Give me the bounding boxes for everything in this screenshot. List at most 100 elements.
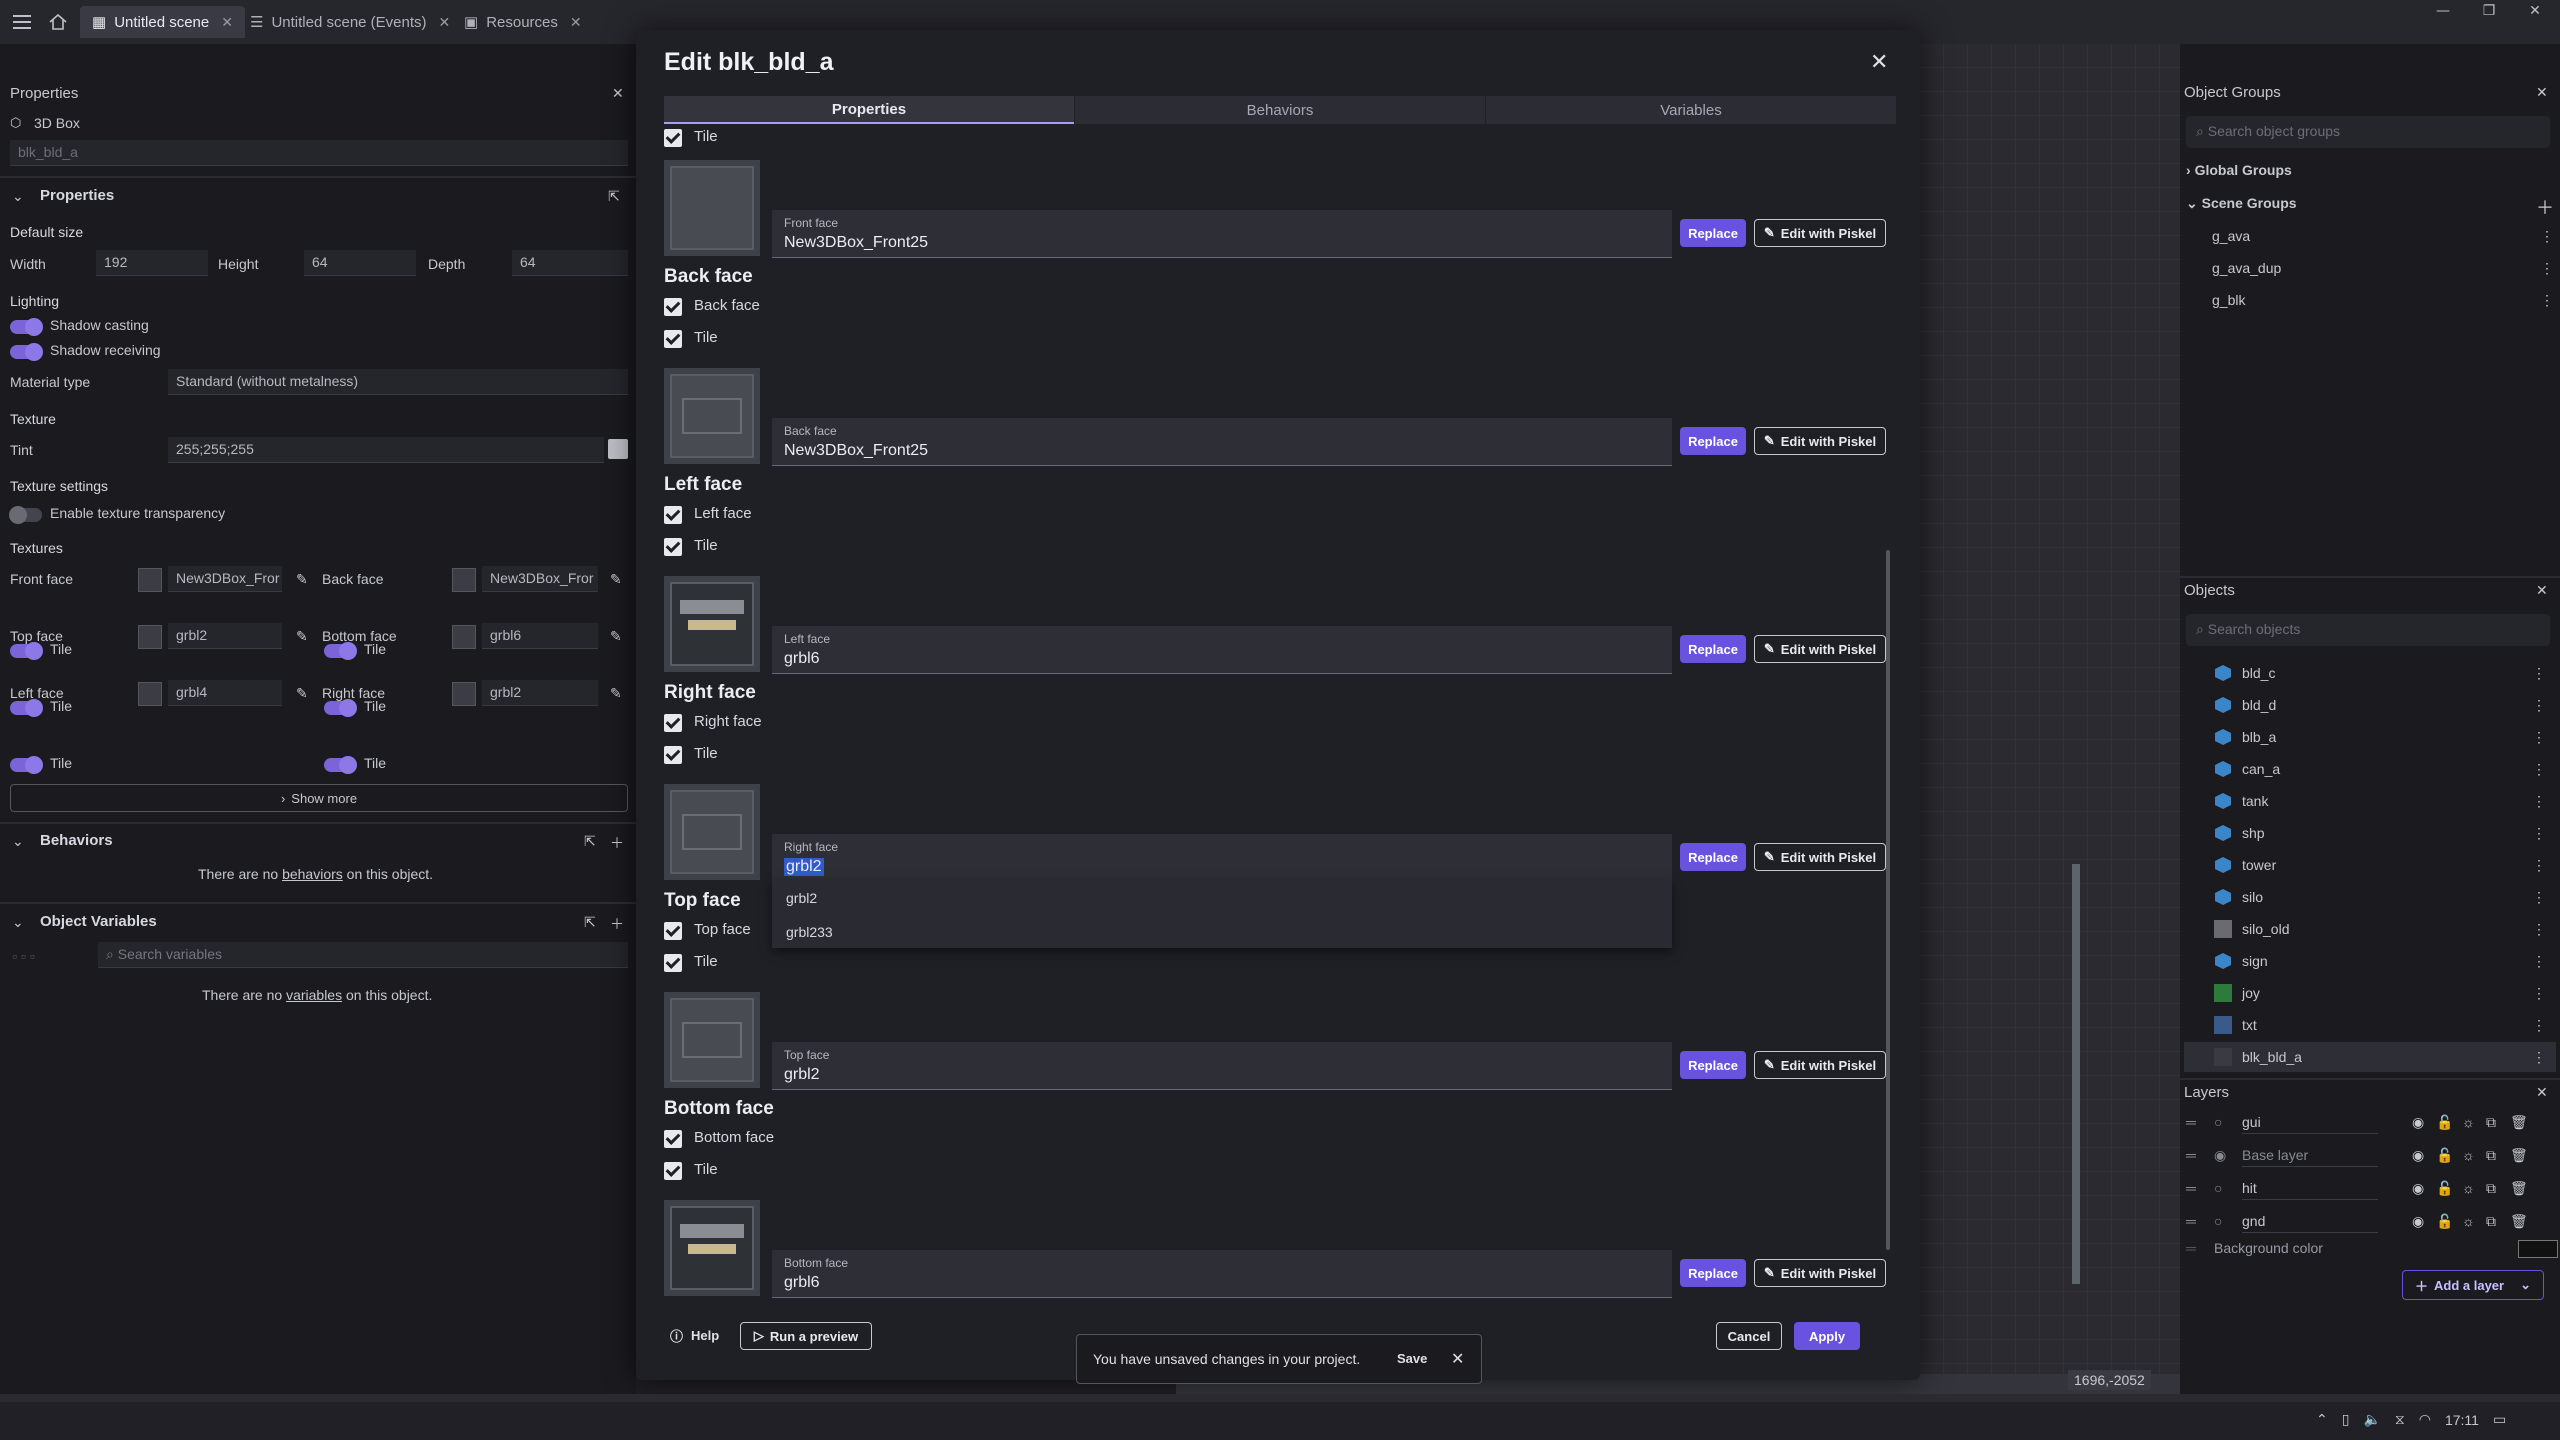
behaviors-link[interactable]: behaviors: [282, 866, 343, 882]
search-objects-input[interactable]: ⌕ Search objects: [2186, 614, 2550, 646]
face-texture-field[interactable]: Left face grbl6: [772, 626, 1672, 674]
more-icon[interactable]: ⋮: [2540, 228, 2554, 244]
more-icon[interactable]: ⋮: [2532, 825, 2546, 841]
window-close-icon[interactable]: ✕: [2529, 3, 2541, 19]
left-face-input[interactable]: grbl4: [168, 680, 282, 706]
open-external-icon[interactable]: ⇱: [584, 833, 596, 849]
eye-icon[interactable]: ◉: [2412, 1114, 2425, 1130]
show-more-button[interactable]: ›Show more: [10, 784, 628, 812]
left-tile-toggle[interactable]: [10, 756, 43, 774]
object-item[interactable]: silo: [2242, 889, 2264, 905]
edit-icon[interactable]: ✎: [610, 685, 622, 701]
cancel-button[interactable]: Cancel: [1716, 1322, 1782, 1350]
drag-handle-icon[interactable]: ═: [2186, 1180, 2196, 1196]
close-icon[interactable]: ✕: [569, 13, 582, 30]
light-icon[interactable]: ☼: [2462, 1147, 2475, 1163]
replace-button[interactable]: Replace: [1680, 1051, 1746, 1079]
edit-with-piskel-button[interactable]: ✎Edit with Piskel: [1754, 1051, 1886, 1079]
wifi-icon[interactable]: ◠: [2418, 1412, 2431, 1428]
collapse-icon[interactable]: ⌄: [12, 833, 24, 849]
variables-link[interactable]: variables: [286, 987, 343, 1003]
layer-radio[interactable]: ○: [2214, 1213, 2223, 1229]
object-item[interactable]: tower: [2242, 857, 2277, 873]
face-enable-checkbox[interactable]: [664, 298, 682, 316]
tint-color-swatch[interactable]: [608, 439, 628, 459]
front-face-input[interactable]: New3DBox_Fror: [168, 566, 282, 592]
face-tile-checkbox[interactable]: [664, 746, 682, 764]
face-tile-checkbox[interactable]: [664, 538, 682, 556]
more-icon[interactable]: ⋮: [2540, 292, 2554, 308]
tab-properties[interactable]: Properties: [664, 96, 1074, 124]
replace-button[interactable]: Replace: [1680, 1259, 1746, 1287]
open-external-icon[interactable]: ⇱: [608, 188, 620, 204]
close-icon[interactable]: ✕: [221, 13, 233, 30]
transparency-toggle[interactable]: [9, 506, 42, 524]
layer-name[interactable]: gnd: [2242, 1213, 2378, 1233]
layer-radio[interactable]: ○: [2214, 1180, 2223, 1196]
collapse-icon[interactable]: ⌄: [12, 914, 24, 930]
replace-button[interactable]: Replace: [1680, 635, 1746, 663]
effects-icon[interactable]: ⧉: [2486, 1213, 2496, 1229]
apply-button[interactable]: Apply: [1794, 1322, 1860, 1350]
add-icon[interactable]: ＋: [610, 916, 624, 932]
material-type-select[interactable]: Standard (without metalness): [168, 369, 628, 395]
more-icon[interactable]: ⋮: [2532, 793, 2546, 809]
save-button[interactable]: Save: [1397, 1351, 1428, 1366]
face-enable-checkbox[interactable]: [664, 922, 682, 940]
scene-groups-header[interactable]: ⌄ Scene Groups: [2186, 195, 2297, 211]
notification-icon[interactable]: ▭: [2492, 1412, 2507, 1428]
close-icon[interactable]: ✕: [1870, 50, 1889, 75]
drag-handle-icon[interactable]: ═: [2186, 1213, 2196, 1229]
dropdown-option[interactable]: grbl233: [786, 924, 833, 940]
effects-icon[interactable]: ⧉: [2486, 1147, 2496, 1163]
collapse-icon[interactable]: ⌄: [12, 188, 24, 204]
face-enable-checkbox[interactable]: [664, 714, 682, 732]
more-icon[interactable]: ⋮: [2532, 953, 2546, 969]
face-texture-field[interactable]: Top face grbl2: [772, 1042, 1672, 1090]
front-tile-checkbox[interactable]: [664, 129, 682, 147]
bottom-face-input[interactable]: grbl6: [482, 623, 598, 649]
group-item[interactable]: g_blk: [2212, 292, 2246, 308]
add-icon[interactable]: ＋: [610, 835, 624, 851]
top-tile-toggle[interactable]: [10, 699, 43, 717]
object-item[interactable]: silo_old: [2242, 921, 2290, 937]
edit-icon[interactable]: ✎: [296, 685, 308, 701]
more-icon[interactable]: ⋮: [2532, 921, 2546, 937]
trash-icon[interactable]: 🗑: [2510, 1213, 2528, 1229]
front-tile-toggle[interactable]: [10, 642, 43, 660]
scrollbar[interactable]: [1886, 550, 1890, 1250]
close-icon[interactable]: ✕: [1451, 1349, 1465, 1368]
more-icon[interactable]: ⋮: [2532, 1017, 2546, 1033]
search-groups-input[interactable]: ⌕ Search object groups: [2186, 116, 2550, 148]
object-item[interactable]: joy: [2242, 985, 2260, 1001]
close-icon[interactable]: ✕: [2536, 582, 2548, 598]
edit-with-piskel-button[interactable]: ✎Edit with Piskel: [1754, 427, 1886, 455]
more-icon[interactable]: ⋮: [2532, 761, 2546, 777]
tab-events[interactable]: ☰ Untitled scene (Events) ✕: [238, 6, 462, 38]
depth-input[interactable]: 64: [512, 250, 628, 276]
more-icon[interactable]: ⋮: [2532, 729, 2546, 745]
layer-radio[interactable]: ○: [2214, 1114, 2223, 1130]
edit-icon[interactable]: ✎: [610, 571, 622, 587]
edit-with-piskel-button[interactable]: ✎Edit with Piskel: [1754, 1259, 1886, 1287]
face-texture-field[interactable]: Right face grbl2: [772, 834, 1672, 882]
tab-scene[interactable]: ▦ Untitled scene ✕: [80, 6, 245, 38]
close-icon[interactable]: ✕: [2536, 1084, 2548, 1100]
edit-with-piskel-button[interactable]: ✎Edit with Piskel: [1754, 219, 1886, 247]
chevron-up-icon[interactable]: ⌃: [2316, 1412, 2328, 1428]
hamburger-menu-icon[interactable]: [12, 12, 32, 32]
tab-behaviors[interactable]: Behaviors: [1075, 96, 1485, 124]
layer-name[interactable]: Base layer: [2242, 1147, 2378, 1167]
front-face-texture-field[interactable]: Front face New3DBox_Front25: [772, 210, 1672, 258]
network-icon[interactable]: ⧖: [2394, 1412, 2405, 1428]
light-icon[interactable]: ☼: [2462, 1180, 2475, 1196]
shadow-receiving-toggle[interactable]: [10, 343, 43, 361]
edit-icon[interactable]: ✎: [296, 628, 308, 644]
more-icon[interactable]: ⋮: [2532, 857, 2546, 873]
global-groups-header[interactable]: › Global Groups: [2186, 162, 2292, 178]
face-texture-field[interactable]: Bottom face grbl6: [772, 1250, 1672, 1298]
object-item[interactable]: sign: [2242, 953, 2268, 969]
trash-icon[interactable]: 🗑: [2510, 1114, 2528, 1130]
replace-button[interactable]: Replace: [1680, 427, 1746, 455]
background-color-swatch[interactable]: [2518, 1240, 2558, 1258]
